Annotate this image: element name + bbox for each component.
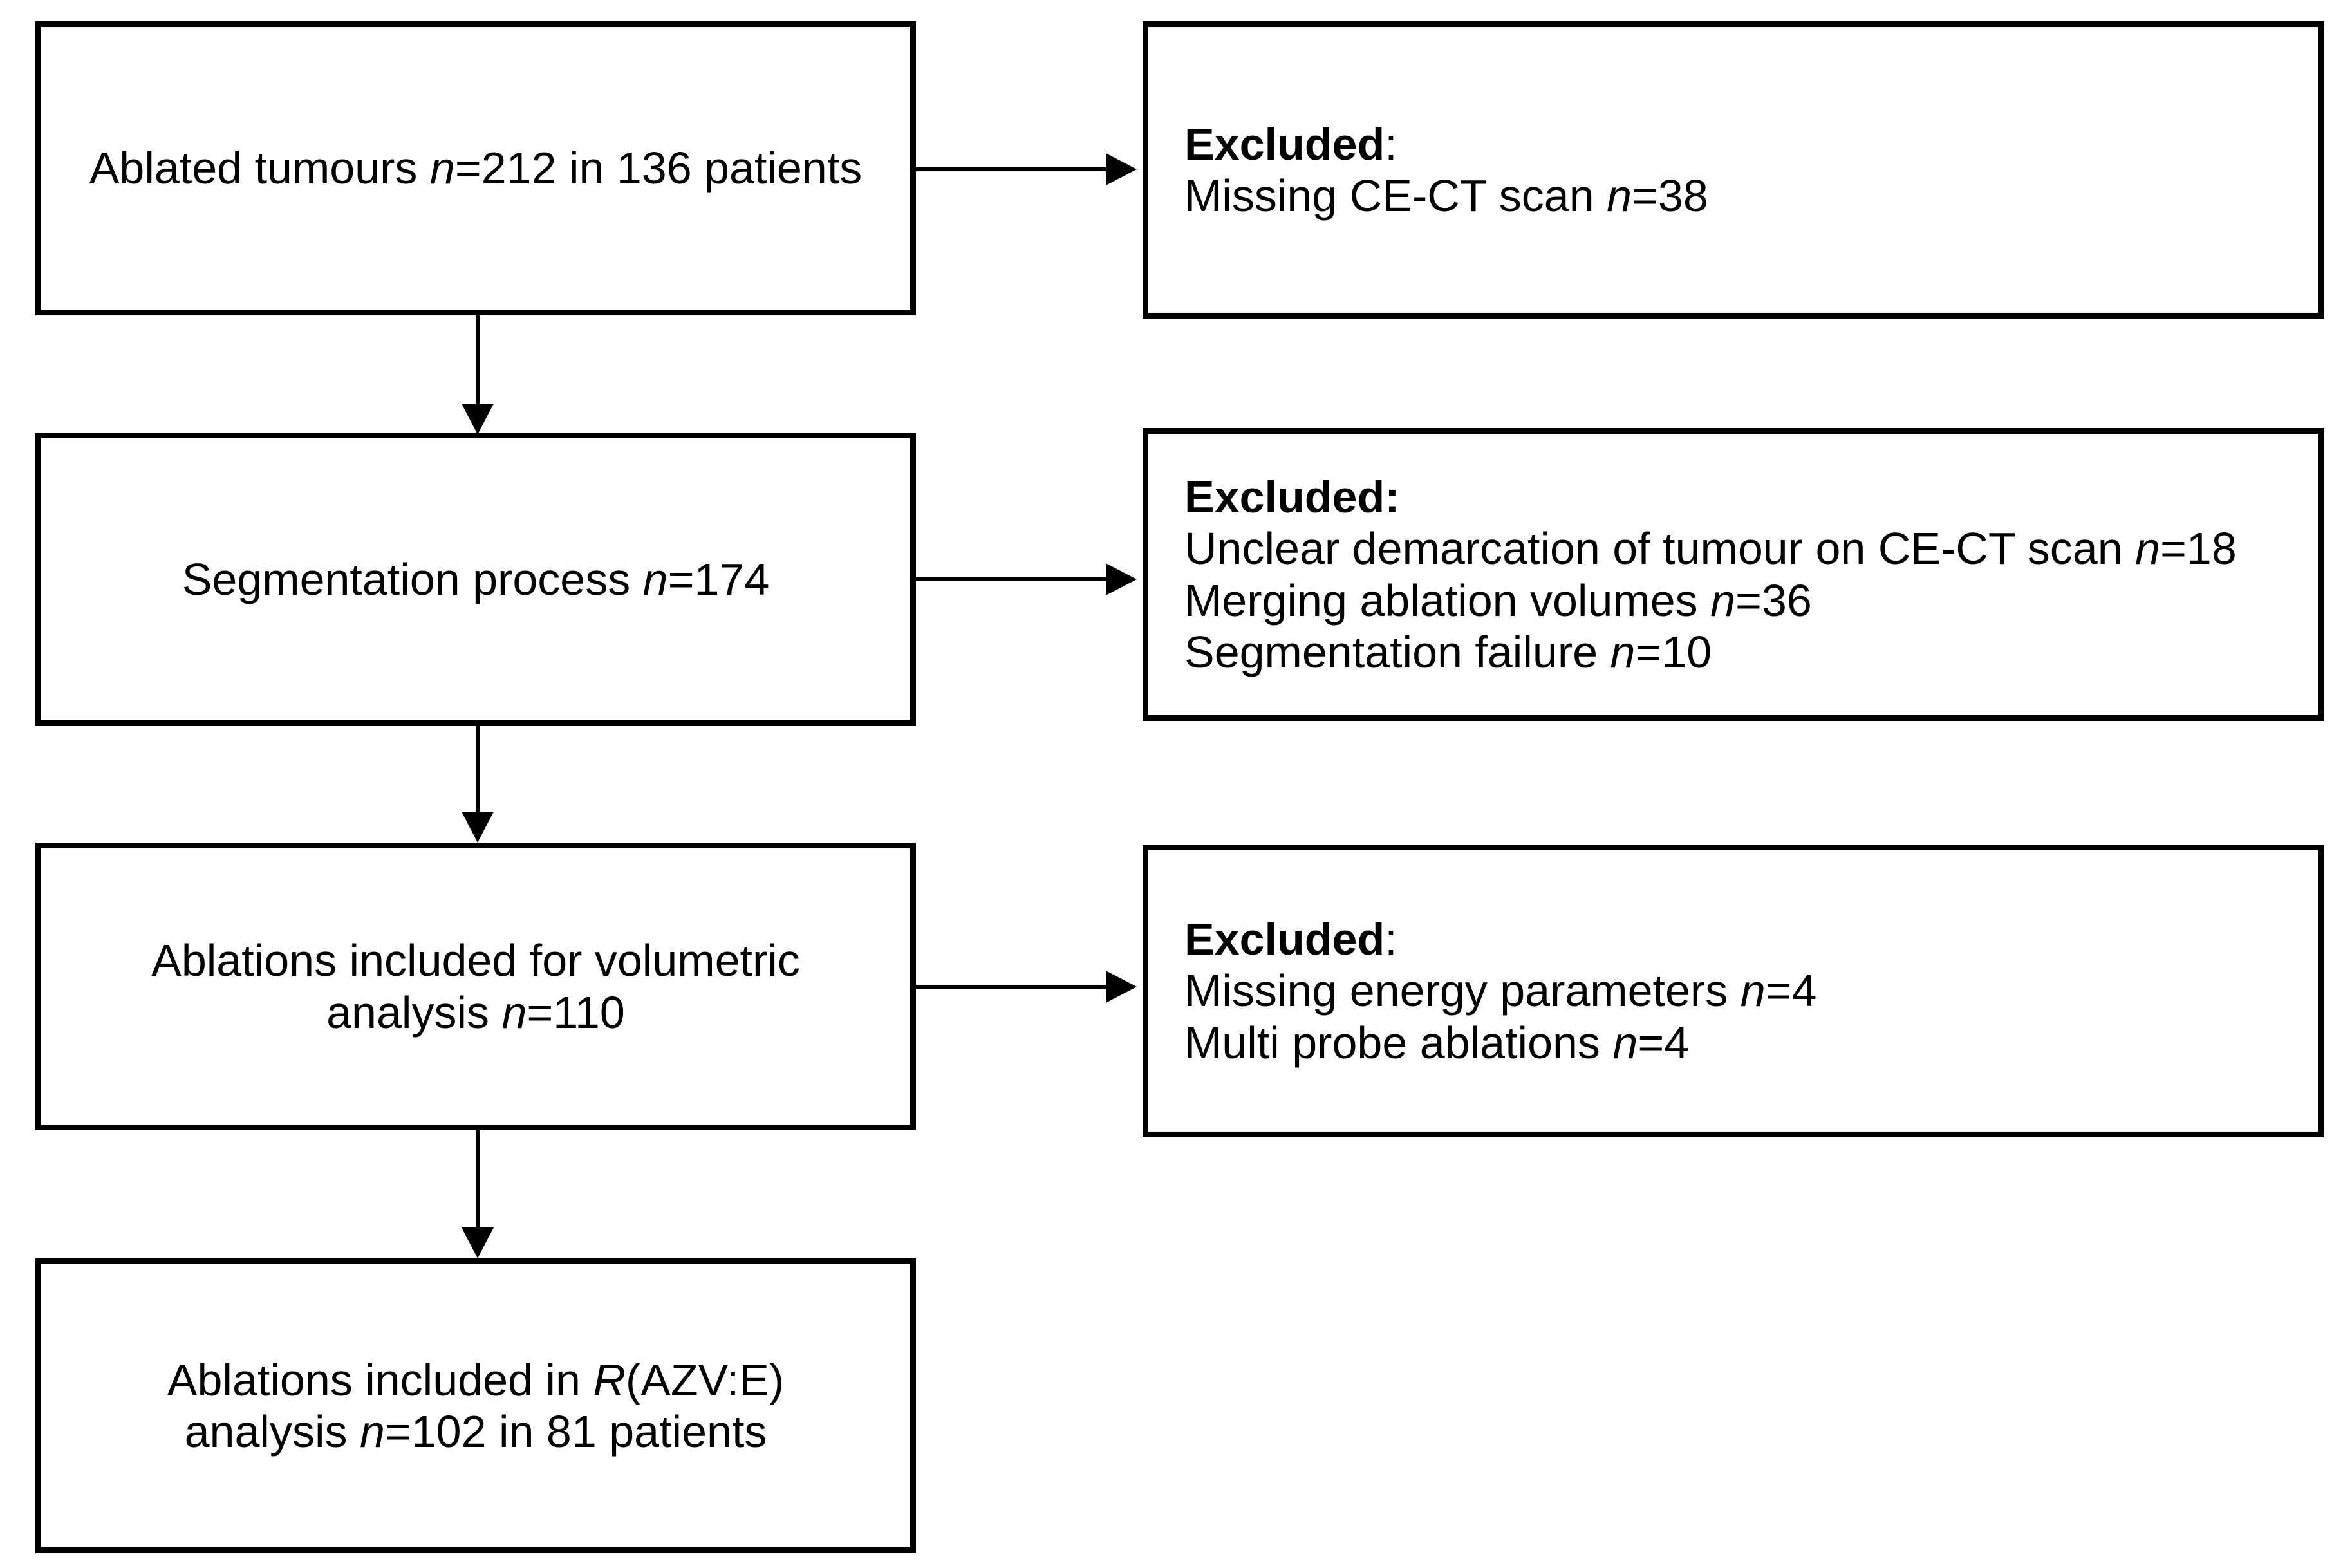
text-segment-bold: Excluded	[1184, 118, 1385, 169]
connector-line-down-1	[476, 315, 480, 404]
text-segment: Multi probe ablations	[1184, 1017, 1613, 1068]
arrow-right-icon	[1106, 153, 1137, 185]
text-segment-bold: Excluded:	[1184, 471, 1400, 522]
exclusion-item: Missing CE-CT scan n=38	[1184, 170, 1708, 222]
variable-n: n	[501, 987, 527, 1038]
box-volumetric-analysis: Ablations included for volumetric analys…	[35, 843, 916, 1130]
excluded-heading: Excluded:	[1184, 471, 1400, 523]
excluded-heading: Excluded:	[1184, 118, 1397, 171]
text-segment: =174	[667, 554, 770, 604]
text-segment: =36	[1735, 575, 1812, 626]
connector-line-right-2	[914, 577, 1108, 581]
text-segment-bold: Excluded	[1184, 913, 1385, 964]
exclusion-item: Merging ablation volumes n=36	[1184, 575, 1812, 627]
text-segment: Segmentation failure	[1184, 627, 1610, 677]
variable-n: n	[1612, 1017, 1638, 1068]
box-excluded-1: Excluded: Missing CE-CT scan n=38	[1143, 21, 2324, 319]
text-segment: Missing energy parameters	[1184, 966, 1741, 1016]
text-segment: =38	[1632, 171, 1708, 221]
text-segment: analysis	[326, 987, 502, 1038]
text-segment: =10	[1635, 627, 1712, 677]
variable-n: n	[429, 143, 455, 194]
box-excluded-3: Excluded: Missing energy parameters n=4 …	[1143, 845, 2324, 1137]
text-segment: :	[1385, 118, 1397, 169]
exclusion-item: Segmentation failure n=10	[1184, 626, 1712, 678]
connector-line-right-3	[914, 985, 1108, 989]
text-segment: analysis	[184, 1406, 360, 1457]
variable-n: n	[1607, 171, 1632, 221]
text-segment: Merging ablation volumes	[1184, 575, 1711, 626]
text-segment: =212 in 136 patients	[454, 143, 863, 194]
connector-line-down-3	[476, 1130, 480, 1229]
variable-r: R	[593, 1354, 626, 1405]
connector-line-down-2	[476, 726, 480, 813]
arrow-down-icon	[462, 1227, 494, 1258]
box-text-line: Ablated tumours n=212 in 136 patients	[89, 142, 863, 194]
arrow-down-icon	[462, 404, 494, 434]
text-segment: Ablations included in	[167, 1354, 593, 1405]
box-text-line: Segmentation process n=174	[182, 554, 770, 606]
arrow-right-icon	[1106, 971, 1137, 1003]
connector-line-right-1	[914, 167, 1108, 171]
excluded-heading: Excluded:	[1184, 913, 1397, 966]
variable-n: n	[642, 554, 668, 604]
box-excluded-2: Excluded: Unclear demarcation of tumour …	[1143, 428, 2324, 721]
text-segment: Ablations included for volumetric	[151, 935, 800, 985]
box-razve-analysis: Ablations included in R(AZV:E) analysis …	[35, 1258, 916, 1553]
box-segmentation-process: Segmentation process n=174	[35, 433, 916, 726]
box-ablated-tumours: Ablated tumours n=212 in 136 patients	[35, 21, 916, 315]
variable-n: n	[359, 1406, 385, 1457]
text-segment: Segmentation process	[182, 554, 643, 604]
text-segment: Missing CE-CT scan	[1184, 171, 1607, 221]
variable-n: n	[1740, 966, 1766, 1016]
exclusion-item: Missing energy parameters n=4	[1184, 965, 1816, 1017]
text-segment: Ablated tumours	[89, 143, 430, 194]
variable-n: n	[2135, 523, 2161, 574]
exclusion-item: Multi probe ablations n=4	[1184, 1017, 1689, 1069]
exclusion-item: Unclear demarcation of tumour on CE-CT s…	[1184, 523, 2237, 575]
text-segment: =4	[1638, 1017, 1690, 1068]
text-segment: =110	[527, 987, 625, 1038]
box-text-line: Ablations included in R(AZV:E)	[167, 1354, 784, 1406]
box-text-line: analysis n=110	[326, 987, 625, 1039]
arrow-down-icon	[462, 812, 494, 843]
box-text-line: analysis n=102 in 81 patients	[185, 1406, 767, 1458]
arrow-right-icon	[1106, 563, 1137, 595]
text-segment: =18	[2160, 523, 2237, 574]
variable-n: n	[1710, 575, 1736, 626]
text-segment: =102 in 81 patients	[384, 1406, 767, 1457]
text-segment: (AZV:E)	[625, 1354, 785, 1405]
text-segment: =4	[1765, 966, 1817, 1016]
box-text-line: Ablations included for volumetric	[151, 935, 800, 987]
variable-n: n	[1610, 627, 1636, 677]
text-segment: :	[1385, 913, 1397, 964]
text-segment: Unclear demarcation of tumour on CE-CT s…	[1184, 523, 2136, 574]
